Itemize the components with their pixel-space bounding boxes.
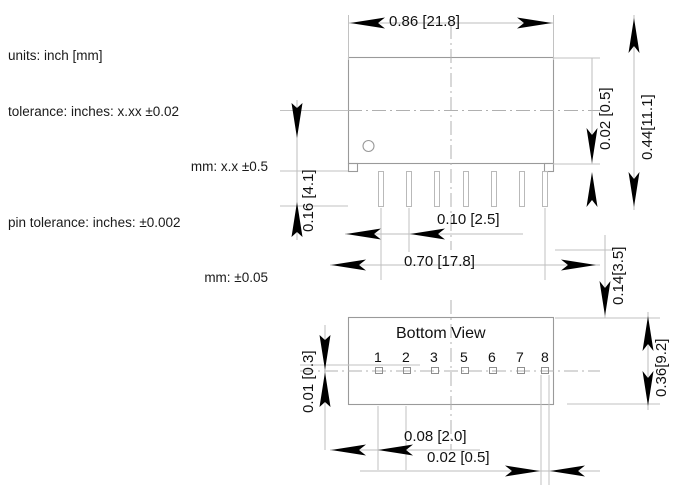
- side-view-body: [300, 25, 600, 250]
- dim-top-width: [348, 15, 554, 60]
- bottom-view-title: Bottom View: [396, 325, 486, 342]
- dim-label-pad-width: 0.02 [0.5]: [427, 449, 490, 466]
- dim-label-pin-pitch: 0.10 [2.5]: [437, 211, 500, 228]
- dim-label-pin-span: 0.70 [17.8]: [404, 253, 475, 270]
- pin-number-2: 2: [402, 349, 410, 365]
- legend-line-units: units: inch [mm]: [8, 48, 103, 63]
- dim-label-pad-pitch: 0.08 [2.0]: [404, 428, 467, 445]
- bottom-view-pads: [375, 367, 549, 374]
- units-tolerance-legend: units: inch [mm] tolerance: inches: x.xx…: [8, 10, 268, 325]
- dim-right-overall-height: [628, 15, 640, 210]
- dim-right-gap: [555, 235, 615, 319]
- dim-label-pin-offset: 0.16 [4.1]: [300, 169, 317, 232]
- dim-left-pin-offset: [280, 100, 348, 240]
- dim-right-bottom-height: [567, 312, 660, 410]
- dim-left-pad-offset: [319, 325, 331, 450]
- pin-one-marker-circle: [362, 139, 375, 153]
- legend-line-pin-tolerance-inches: pin tolerance: inches: ±0.002: [8, 214, 181, 230]
- pin-number-3: 3: [430, 349, 438, 365]
- dim-label-overall-height: 0.44[11.1]: [639, 94, 656, 160]
- legend-line-tolerance-mm: mm: x.x ±0.5: [190, 159, 268, 174]
- dim-label-body-thickness: 0.02 [0.5]: [597, 87, 614, 150]
- dim-pad-width: [360, 375, 600, 485]
- pin-number-7: 7: [516, 349, 524, 365]
- pin-number-6: 6: [488, 349, 496, 365]
- dim-label-gap: 0.14[3.5]: [610, 246, 627, 305]
- pin-number-5: 5: [460, 349, 468, 365]
- dim-label-bottom-height: 0.36[9.2]: [653, 338, 670, 397]
- dim-right-body-thickness: [553, 57, 600, 207]
- bottom-view-body: [300, 300, 600, 450]
- legend-line-tolerance-inches: tolerance: inches: x.xx ±0.02: [8, 103, 179, 119]
- legend-line-pin-tolerance-mm: mm: ±0.05: [204, 270, 268, 285]
- dim-pad-pitch: [330, 406, 480, 470]
- pin-number-1: 1: [374, 349, 382, 365]
- dim-label-top-width: 0.86 [21.8]: [389, 13, 460, 30]
- side-view-pins: [378, 171, 548, 207]
- dim-label-pad-offset: 0.01 [0.3]: [300, 350, 317, 413]
- pin-number-8: 8: [541, 349, 549, 365]
- dim-pin-span: [330, 208, 600, 280]
- side-view-standoffs: [347, 162, 555, 173]
